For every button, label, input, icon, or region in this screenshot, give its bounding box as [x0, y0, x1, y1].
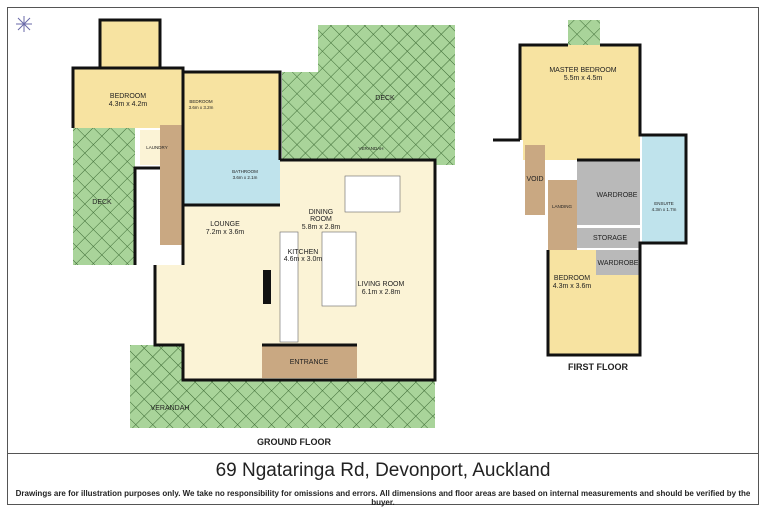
verandah-top-label: VERANDAH [358, 146, 383, 151]
lounge-size: 7.2m x 3.6m [206, 229, 245, 236]
bedroom-1 [73, 20, 183, 128]
title-box: 69 Ngataringa Rd, Devonport, Auckland Dr… [7, 453, 759, 507]
bedroom-2-label: BEDROOM [189, 99, 213, 104]
entrance [262, 345, 357, 378]
deck-top [282, 25, 455, 165]
bedroom-first-floor-size: 4.3m x 3.6m [553, 283, 592, 290]
lounge-label: LOUNGE [210, 221, 240, 228]
storage-label: STORAGE [593, 235, 627, 242]
first-floor-stairs [493, 140, 523, 240]
deck-left [73, 128, 135, 265]
bedroom-first-floor-label: BEDROOM [554, 275, 590, 282]
bathroom-label: BATHROOM [232, 169, 258, 174]
first-floor-walls [493, 43, 688, 357]
page-frame [7, 7, 759, 505]
laundry [140, 130, 160, 165]
disclaimer: Drawings are for illustration purposes o… [15, 489, 751, 507]
bathroom-size: 3.6m x 2.1m [233, 175, 258, 180]
hallway [160, 125, 183, 245]
ensuite-size: 4.3m x 1.7m [652, 207, 677, 212]
void-label: VOID [526, 176, 543, 183]
wardrobe-2 [596, 250, 640, 275]
living-room-size: 6.1m x 2.8m [362, 289, 401, 296]
dining-label: DINING [309, 209, 334, 216]
first-floor-label: FIRST FLOOR [568, 362, 628, 372]
landing-label: LANDING [552, 204, 573, 209]
walls [71, 18, 437, 382]
bedroom-1-label: BEDROOM [110, 93, 146, 100]
landing [548, 180, 577, 250]
first-floor: MASTER BEDROOM 5.5m x 4.5m VOID LANDING … [493, 20, 688, 372]
compass-logo [16, 16, 32, 32]
ground-floor-label: GROUND FLOOR [257, 437, 331, 447]
wardrobe-1-label: WARDROBE [597, 192, 638, 199]
dining-size: 5.8m x 2.8m [302, 224, 341, 231]
bathroom [183, 150, 280, 205]
master-bedroom-size: 5.5m x 4.5m [564, 75, 603, 82]
stairs [135, 168, 160, 265]
living-room-label: LIVING ROOM [358, 281, 405, 288]
verandah-bottom-label: VERANDAH [151, 405, 190, 412]
dining-table [344, 175, 401, 213]
laundry-label: LAUNDRY [146, 145, 167, 150]
deck-left-label: DECK [92, 199, 112, 206]
bedroom-1-size: 4.3m x 4.2m [109, 101, 148, 108]
entrance-label: ENTRANCE [290, 359, 329, 366]
kitchen-label: KITCHEN [288, 249, 319, 256]
kitchen-size: 4.6m x 3.0m [284, 256, 323, 263]
storage [577, 228, 640, 248]
fireplace [263, 270, 271, 304]
ensuite-label: ENSUITE [654, 201, 674, 206]
void [525, 145, 545, 215]
dining-label-2: ROOM [310, 216, 332, 223]
kitchen-bench [279, 231, 299, 343]
wardrobe-1 [577, 160, 640, 225]
bedroom-2-size: 3.6m x 3.2m [189, 105, 214, 110]
master-bedroom-label: MASTER BEDROOM [549, 67, 616, 74]
wardrobe-2-label: WARDROBE [598, 260, 639, 267]
first-floor-deck [568, 20, 600, 45]
master-bedroom [520, 45, 640, 160]
kitchen-island [321, 231, 357, 307]
bedroom-2 [183, 72, 280, 150]
ensuite [642, 135, 686, 243]
address-title: 69 Ngataringa Rd, Devonport, Auckland [215, 460, 551, 481]
ground-floor: BEDROOM 4.3m x 4.2m BEDROOM 3.6m x 3.2m … [71, 18, 455, 447]
deck-top-label: DECK [375, 95, 395, 102]
